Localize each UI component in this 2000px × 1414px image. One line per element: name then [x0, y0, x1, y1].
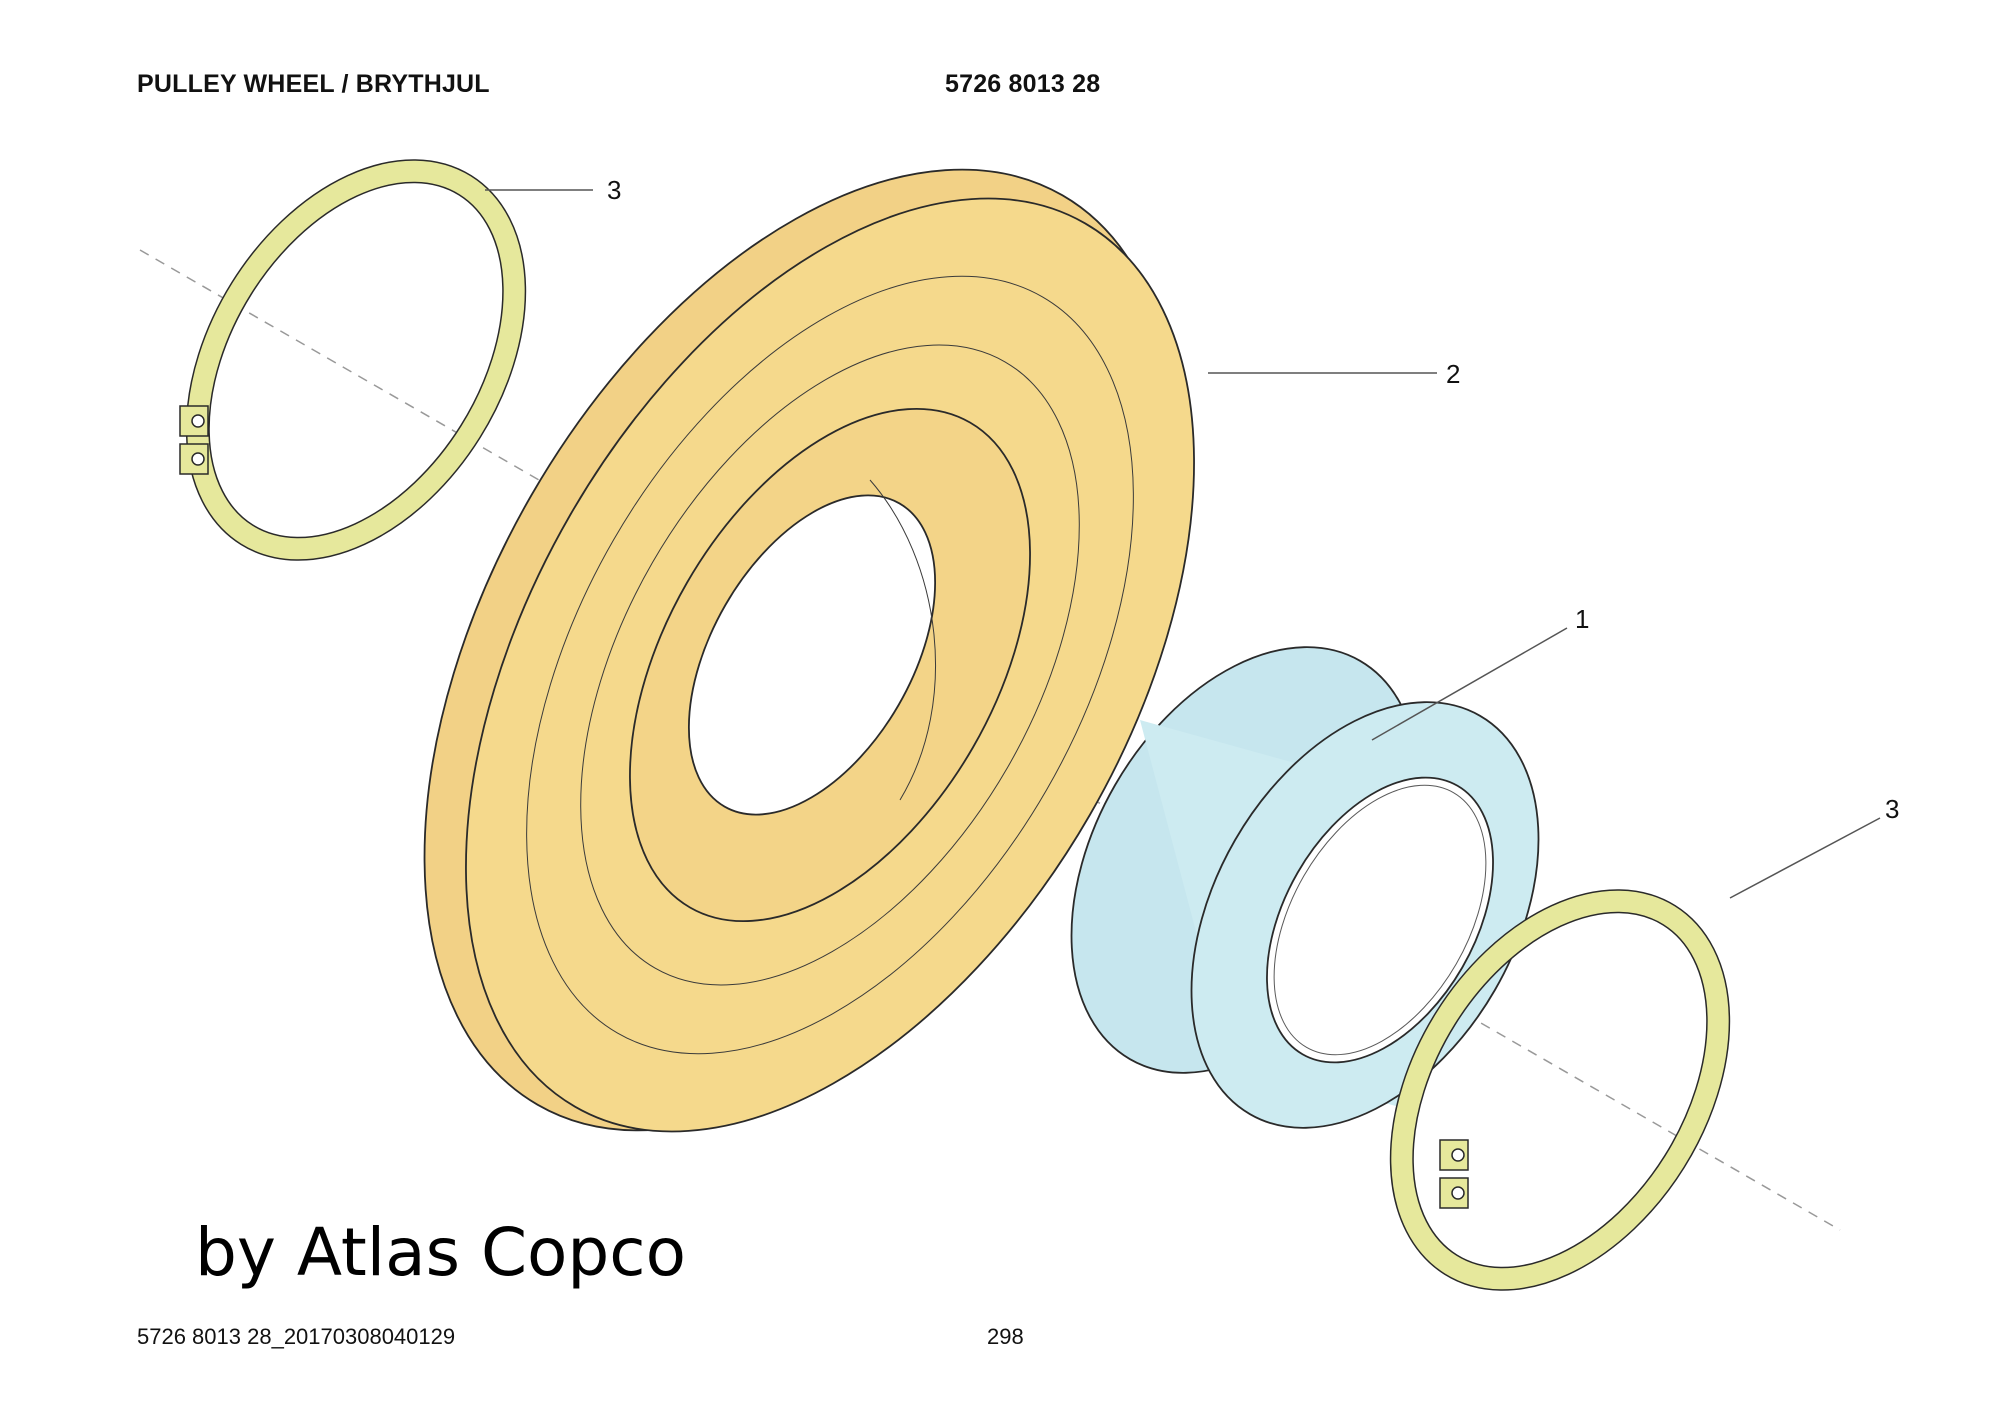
bearing [1070, 646, 1540, 1129]
callout-2: 2 [1446, 359, 1460, 389]
leader-line-3-bottom [1729, 817, 1881, 899]
callout-3-bottom: 3 [1885, 794, 1899, 824]
pulley-wheel [423, 168, 1195, 1133]
document-id: 5726 8013 28_20170308040129 [137, 1324, 456, 1349]
callout-1: 1 [1575, 604, 1589, 634]
callout-3-top: 3 [607, 175, 621, 205]
circlip-top [179, 159, 527, 561]
diagram-title: PULLEY WHEEL / BRYTHJUL [137, 70, 490, 98]
page-number: 298 [987, 1324, 1024, 1349]
leader-line-1 [1371, 627, 1568, 741]
part-number: 5726 8013 28 [945, 70, 1101, 98]
watermark: by Atlas Copco [195, 1214, 686, 1291]
circlip-bottom [1389, 889, 1731, 1291]
